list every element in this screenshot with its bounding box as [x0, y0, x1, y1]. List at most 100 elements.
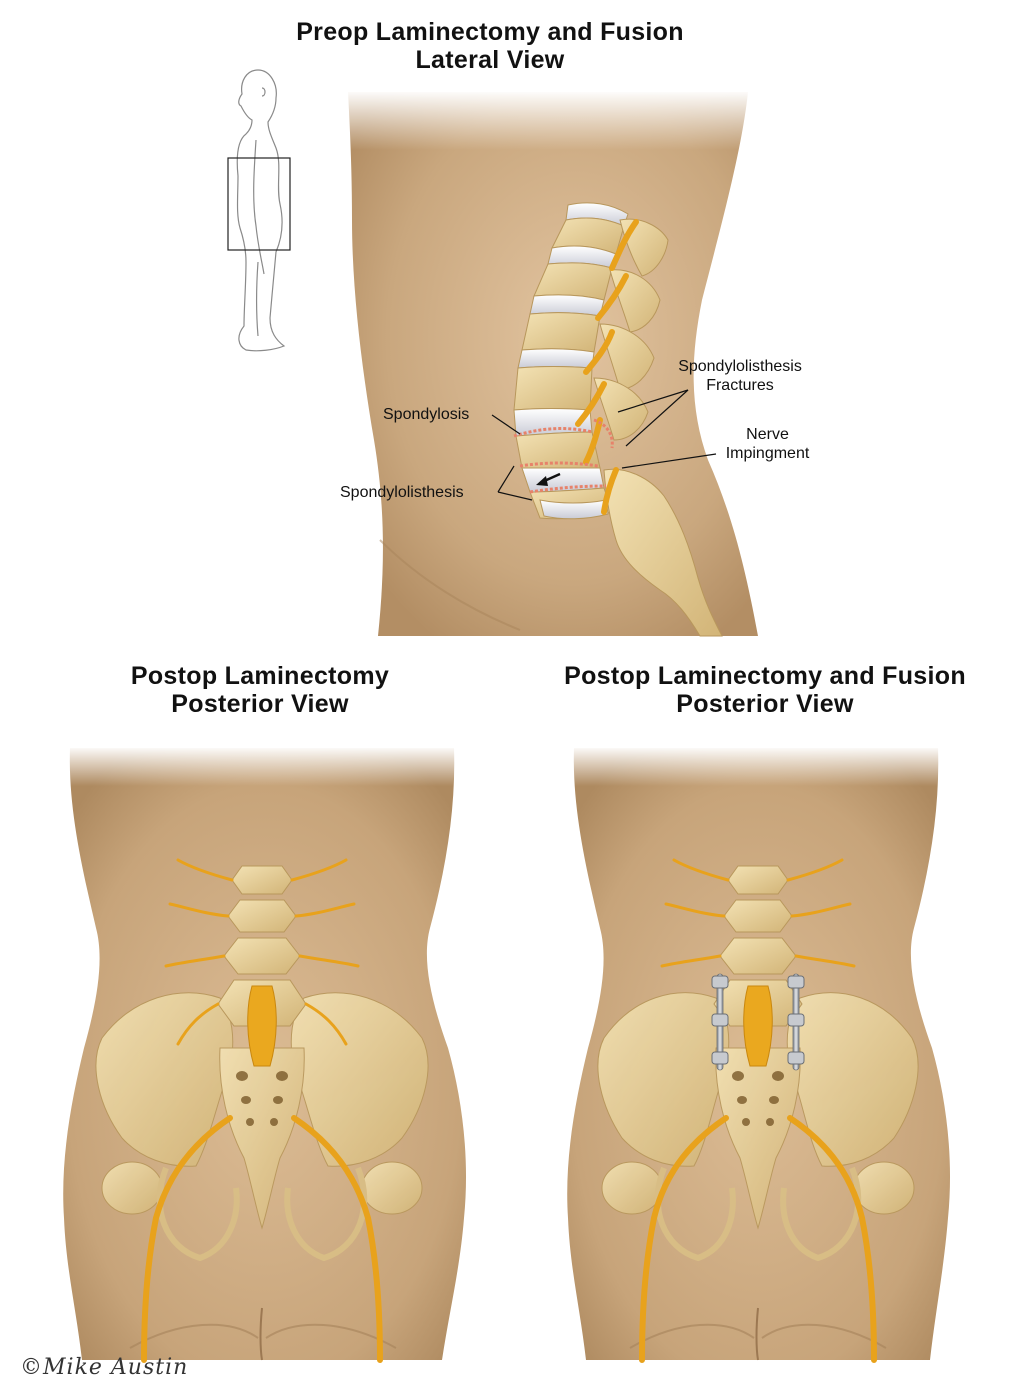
label-spondylosis: Spondylosis: [383, 406, 470, 423]
lumbar-l1-right: [727, 865, 789, 895]
foramen-1l-2: [732, 1071, 744, 1081]
foramen-2r: [273, 1096, 283, 1104]
nerve-l4-left: [176, 1002, 220, 1046]
foramen-2r-2: [769, 1096, 779, 1104]
slip-arrow: [536, 472, 561, 486]
nerve-l3-right: [298, 954, 360, 968]
screw-r-1: [787, 975, 805, 989]
leader-spondylosis: [491, 414, 521, 435]
label-spondylolisthesis: Spondylolisthesis: [340, 484, 464, 501]
sacrum-posterior-left: [219, 1047, 305, 1230]
dural-sac-right: [743, 985, 773, 1067]
reference-figure-arm: [253, 139, 265, 275]
disc-6: [521, 467, 605, 493]
lumbar-vertebrae-left: [217, 865, 307, 1027]
leader-spondylolisthesis-a: [497, 465, 515, 493]
nerves-right: [639, 858, 877, 1363]
back-skin-right-fade: [564, 746, 948, 786]
screw-r-3: [787, 1051, 805, 1065]
nerve-root-5: [583, 417, 603, 465]
nerve-l3-right-2: [794, 954, 856, 968]
screw-l-3: [711, 1051, 729, 1065]
label-fractures-line1: Spondylolisthesis: [678, 358, 802, 375]
fusion-hardware: [711, 973, 805, 1071]
nerve-root-impinged: [601, 467, 619, 515]
top-title-line2: Lateral View: [415, 46, 565, 74]
foramen-1r-2: [772, 1071, 784, 1081]
dural-sac-left: [247, 985, 277, 1067]
nerve-l1-left-2: [672, 858, 730, 882]
lateral-torso-fade: [340, 90, 760, 150]
spinous-process-4: [593, 377, 649, 441]
femoral-head-left-2: [601, 1161, 663, 1215]
sacrum-posterior-right: [715, 1047, 801, 1230]
reference-figure-leg-line: [255, 261, 259, 337]
sciatic-left-2: [639, 1115, 729, 1363]
label-nerve-line1: Nerve: [746, 426, 789, 443]
osteophyte-middle: [519, 461, 599, 468]
nerve-root-3: [583, 329, 615, 375]
foramen-3l: [246, 1118, 254, 1126]
lumbar-l1-left: [231, 865, 293, 895]
foramen-3l-2: [742, 1118, 750, 1126]
foramen-3r-2: [766, 1118, 774, 1126]
lumbar-l3-right: [719, 937, 797, 975]
sciatic-right-2: [787, 1115, 877, 1363]
reference-figure-ear: [261, 87, 266, 97]
sacral-foramina-left: [236, 1071, 288, 1126]
leader-spondylolisthesis-b: [497, 491, 533, 501]
osteophyte-lower: [529, 484, 607, 494]
label-spondylolisthesis-fractures: Spondylolisthesis Fractures: [655, 357, 825, 395]
slip-arrow-head: [536, 476, 548, 486]
nerve-l2-left-2: [664, 902, 726, 918]
left-title-line2: Posterior View: [171, 690, 349, 718]
nerve-l2-right-2: [790, 902, 852, 918]
screw-r-2: [787, 1013, 805, 1027]
disc-7: [539, 499, 609, 520]
lumbar-l3-left: [223, 937, 301, 975]
sciatic-left: [141, 1115, 233, 1363]
sacrum: [603, 468, 723, 637]
reference-focus-box: [227, 157, 291, 251]
nerve-l2-left: [168, 902, 230, 918]
reference-figure: [227, 69, 291, 352]
top-title-line1: Preop Laminectomy and Fusion: [296, 18, 684, 46]
lateral-torso: [340, 90, 760, 637]
nerve-l4-right: [304, 1002, 348, 1046]
nerve-l1-left: [176, 858, 234, 882]
foramen-2l: [241, 1096, 251, 1104]
sciatic-right: [291, 1115, 383, 1363]
label-nerve-line2: Impingment: [725, 445, 810, 462]
vertebra-3: [521, 312, 601, 353]
sacral-foramina-right: [732, 1071, 784, 1126]
nerve-root-4: [575, 381, 607, 427]
nerve-l1-right: [290, 858, 348, 882]
gluteal-cleft-right: [755, 1307, 759, 1361]
foramen-2l-2: [737, 1096, 747, 1104]
nerve-l1-right-2: [786, 858, 844, 882]
osteophytes: [513, 418, 614, 494]
vertebra-4: [513, 366, 593, 411]
screw-l-1: [711, 975, 729, 989]
leader-fracture-b: [625, 389, 689, 447]
nerve-root-1: [609, 219, 639, 271]
nerves-left: [141, 858, 383, 1363]
leader-lines: [491, 389, 717, 501]
foramen-1r: [276, 1071, 288, 1081]
nerve-l3-left: [164, 954, 226, 968]
label-fractures-line2: Fractures: [706, 377, 774, 394]
spinal-nerves: [575, 219, 639, 515]
disc-4: [517, 348, 595, 369]
posterior-view-right: [564, 746, 951, 1363]
back-skin-left-fade: [60, 746, 464, 786]
lumbar-l2-right: [723, 899, 793, 933]
label-nerve-impingment: Nerve Impingment: [705, 425, 830, 463]
pelvis-left: [95, 992, 429, 1262]
femoral-head-right-2: [853, 1161, 915, 1215]
top-title: Preop Laminectomy and Fusion Lateral Vie…: [240, 18, 740, 74]
nerve-root-2: [595, 273, 629, 321]
pelvis-right: [597, 992, 919, 1262]
gluteal-fold-right: [629, 1323, 887, 1349]
nerve-l3-left-2: [660, 954, 722, 968]
right-title: Postop Laminectomy and Fusion Posterior …: [535, 662, 995, 718]
